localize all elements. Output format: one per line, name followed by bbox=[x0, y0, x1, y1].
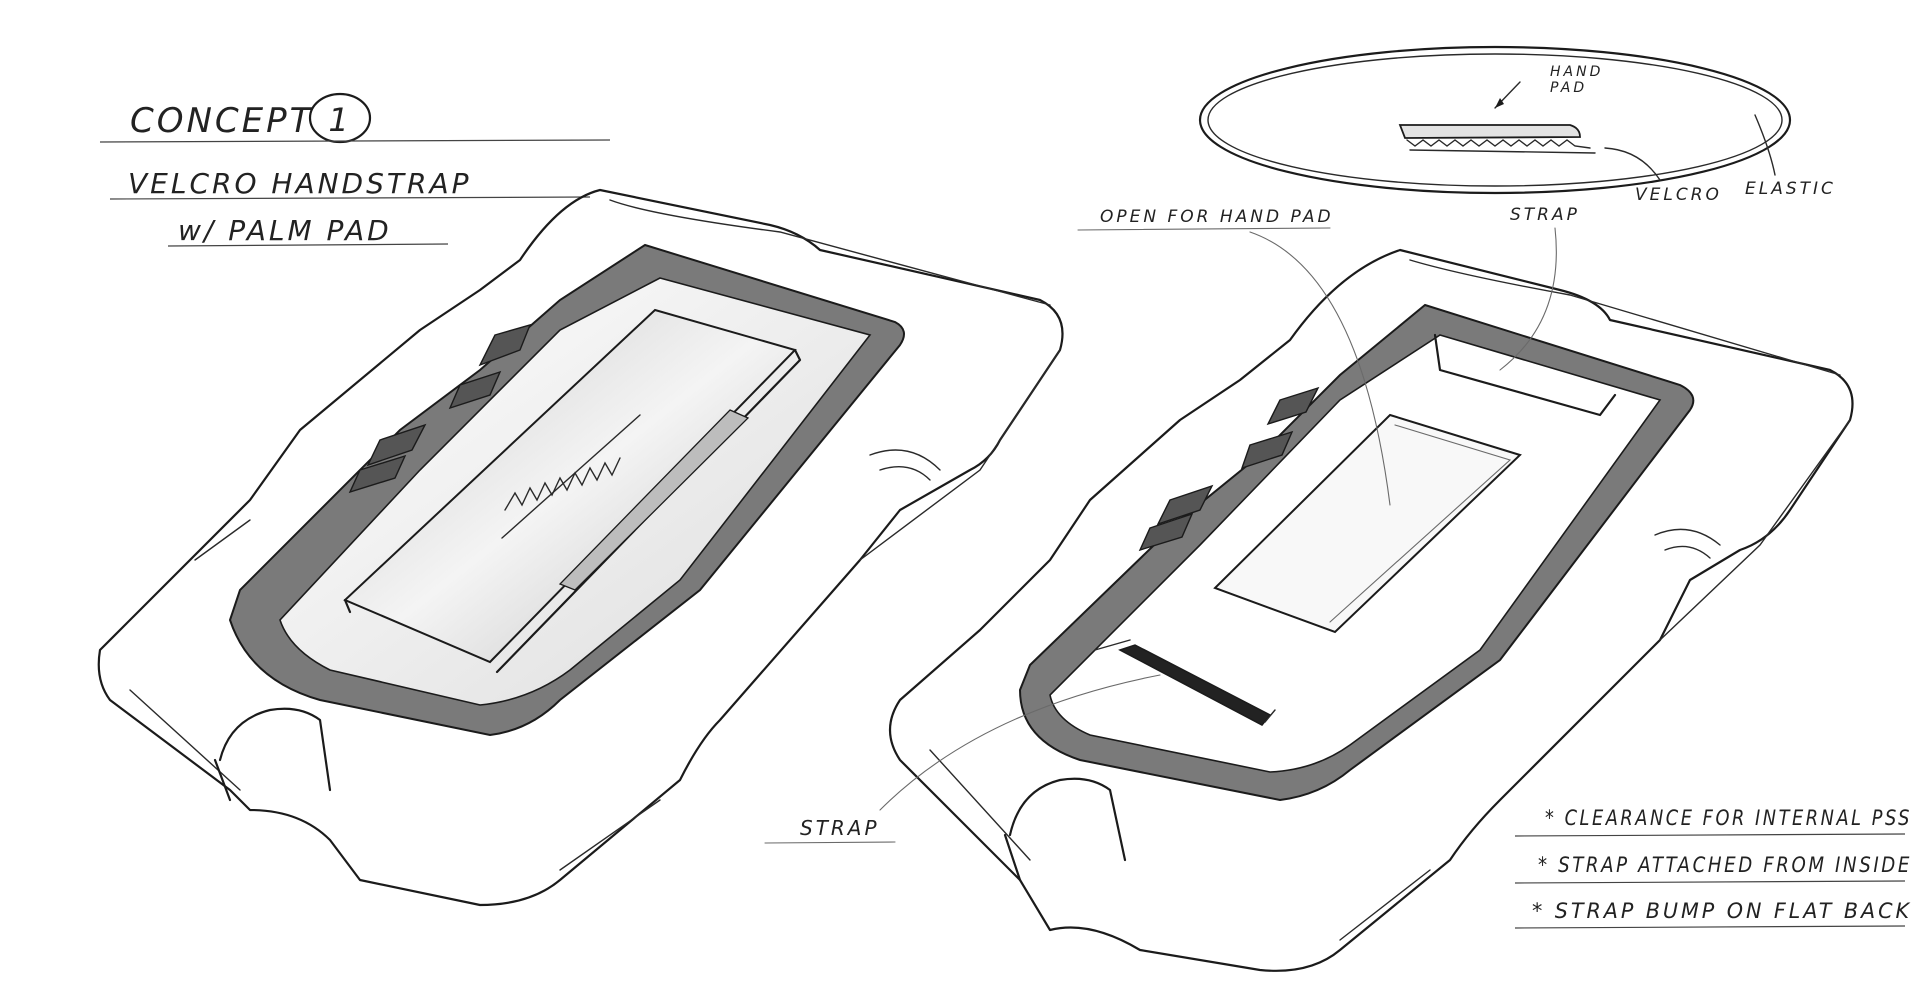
elastic-band-outer bbox=[1198, 45, 1792, 195]
left-case-inner-bevel bbox=[129, 199, 1061, 871]
strap-top-label: STRAP bbox=[1510, 205, 1580, 225]
concept-number: 1 bbox=[328, 101, 351, 139]
subtitle-underline-2 bbox=[167, 243, 449, 247]
left-palm-pad bbox=[558, 409, 750, 591]
left-case-side-buttons bbox=[348, 323, 532, 494]
right-case-bottom-notch bbox=[1003, 777, 1127, 882]
note-3-underline bbox=[1514, 925, 1906, 929]
left-case-side-bump bbox=[869, 449, 941, 481]
right-top-strap-channel bbox=[1433, 333, 1617, 417]
concept-word: CONCEPT bbox=[130, 101, 313, 141]
elastic-leader bbox=[1754, 114, 1776, 176]
title-underline bbox=[99, 139, 611, 143]
hand-pad-label-line-1: HAND bbox=[1550, 64, 1603, 80]
subtitle-line-2: w/ PALM PAD bbox=[178, 214, 392, 247]
strap-bottom-underline bbox=[764, 841, 896, 844]
note-2-underline bbox=[1514, 880, 1906, 884]
hand-pad-label-line-2: PAD bbox=[1550, 80, 1587, 96]
right-case-outer-shell bbox=[889, 248, 1854, 972]
hand-pad-section bbox=[1398, 124, 1581, 139]
open-for-hand-pad-underline bbox=[1077, 227, 1331, 231]
right-sketch-callouts: OPEN FOR HAND PAD STRAP STRAP bbox=[764, 205, 1580, 844]
right-case-sketch bbox=[889, 248, 1854, 972]
right-case-side-bump bbox=[1654, 528, 1721, 559]
velcro-label: VELCRO bbox=[1635, 185, 1722, 205]
note-2: * STRAP ATTACHED FROM INSIDE bbox=[1538, 853, 1912, 877]
strap-section-detail: HAND PAD VELCRO ELASTIC bbox=[1198, 45, 1836, 205]
open-for-hand-pad-leader bbox=[1249, 231, 1391, 506]
right-hand-pad-opening bbox=[1213, 413, 1522, 634]
right-bottom-strap-slot-edge bbox=[1094, 639, 1276, 723]
left-strap-stitching bbox=[501, 414, 641, 539]
elastic-band-inner bbox=[1207, 53, 1783, 187]
velcro-base-line bbox=[1409, 149, 1596, 154]
note-3: * STRAP BUMP ON FLAT BACK bbox=[1532, 899, 1912, 923]
design-notes: * CLEARANCE FOR INTERNAL PSS * STRAP ATT… bbox=[1514, 806, 1912, 929]
subtitle-underline-1 bbox=[109, 196, 591, 200]
left-case-sketch bbox=[97, 188, 1064, 907]
strap-bottom-leader bbox=[879, 674, 1161, 811]
hand-pad-arrowhead bbox=[1495, 98, 1504, 108]
concept-number-circle bbox=[308, 92, 372, 144]
left-hand-strap bbox=[343, 308, 797, 664]
right-hand-pad-opening-inner bbox=[1329, 424, 1512, 623]
concept-title: CONCEPT 1 bbox=[99, 92, 611, 144]
velcro-section bbox=[1406, 139, 1591, 149]
subtitle-line-1: VELCRO HANDSTRAP bbox=[128, 167, 471, 200]
note-1: * CLEARANCE FOR INTERNAL PSS bbox=[1545, 806, 1912, 830]
right-case-inner-bevel bbox=[929, 259, 1851, 941]
note-1-underline bbox=[1514, 833, 1906, 837]
strap-bottom-label: STRAP bbox=[800, 816, 880, 840]
velcro-leader bbox=[1604, 147, 1661, 181]
left-case-bottom-notch bbox=[213, 707, 332, 802]
concept-subtitle: VELCRO HANDSTRAP w/ PALM PAD bbox=[109, 167, 591, 247]
strap-top-leader bbox=[1499, 227, 1557, 371]
open-for-hand-pad-label: OPEN FOR HAND PAD bbox=[1100, 207, 1334, 227]
right-case-side-buttons bbox=[1138, 386, 1320, 552]
left-case-outer-shell bbox=[97, 188, 1064, 907]
elastic-label: ELASTIC bbox=[1745, 179, 1836, 199]
